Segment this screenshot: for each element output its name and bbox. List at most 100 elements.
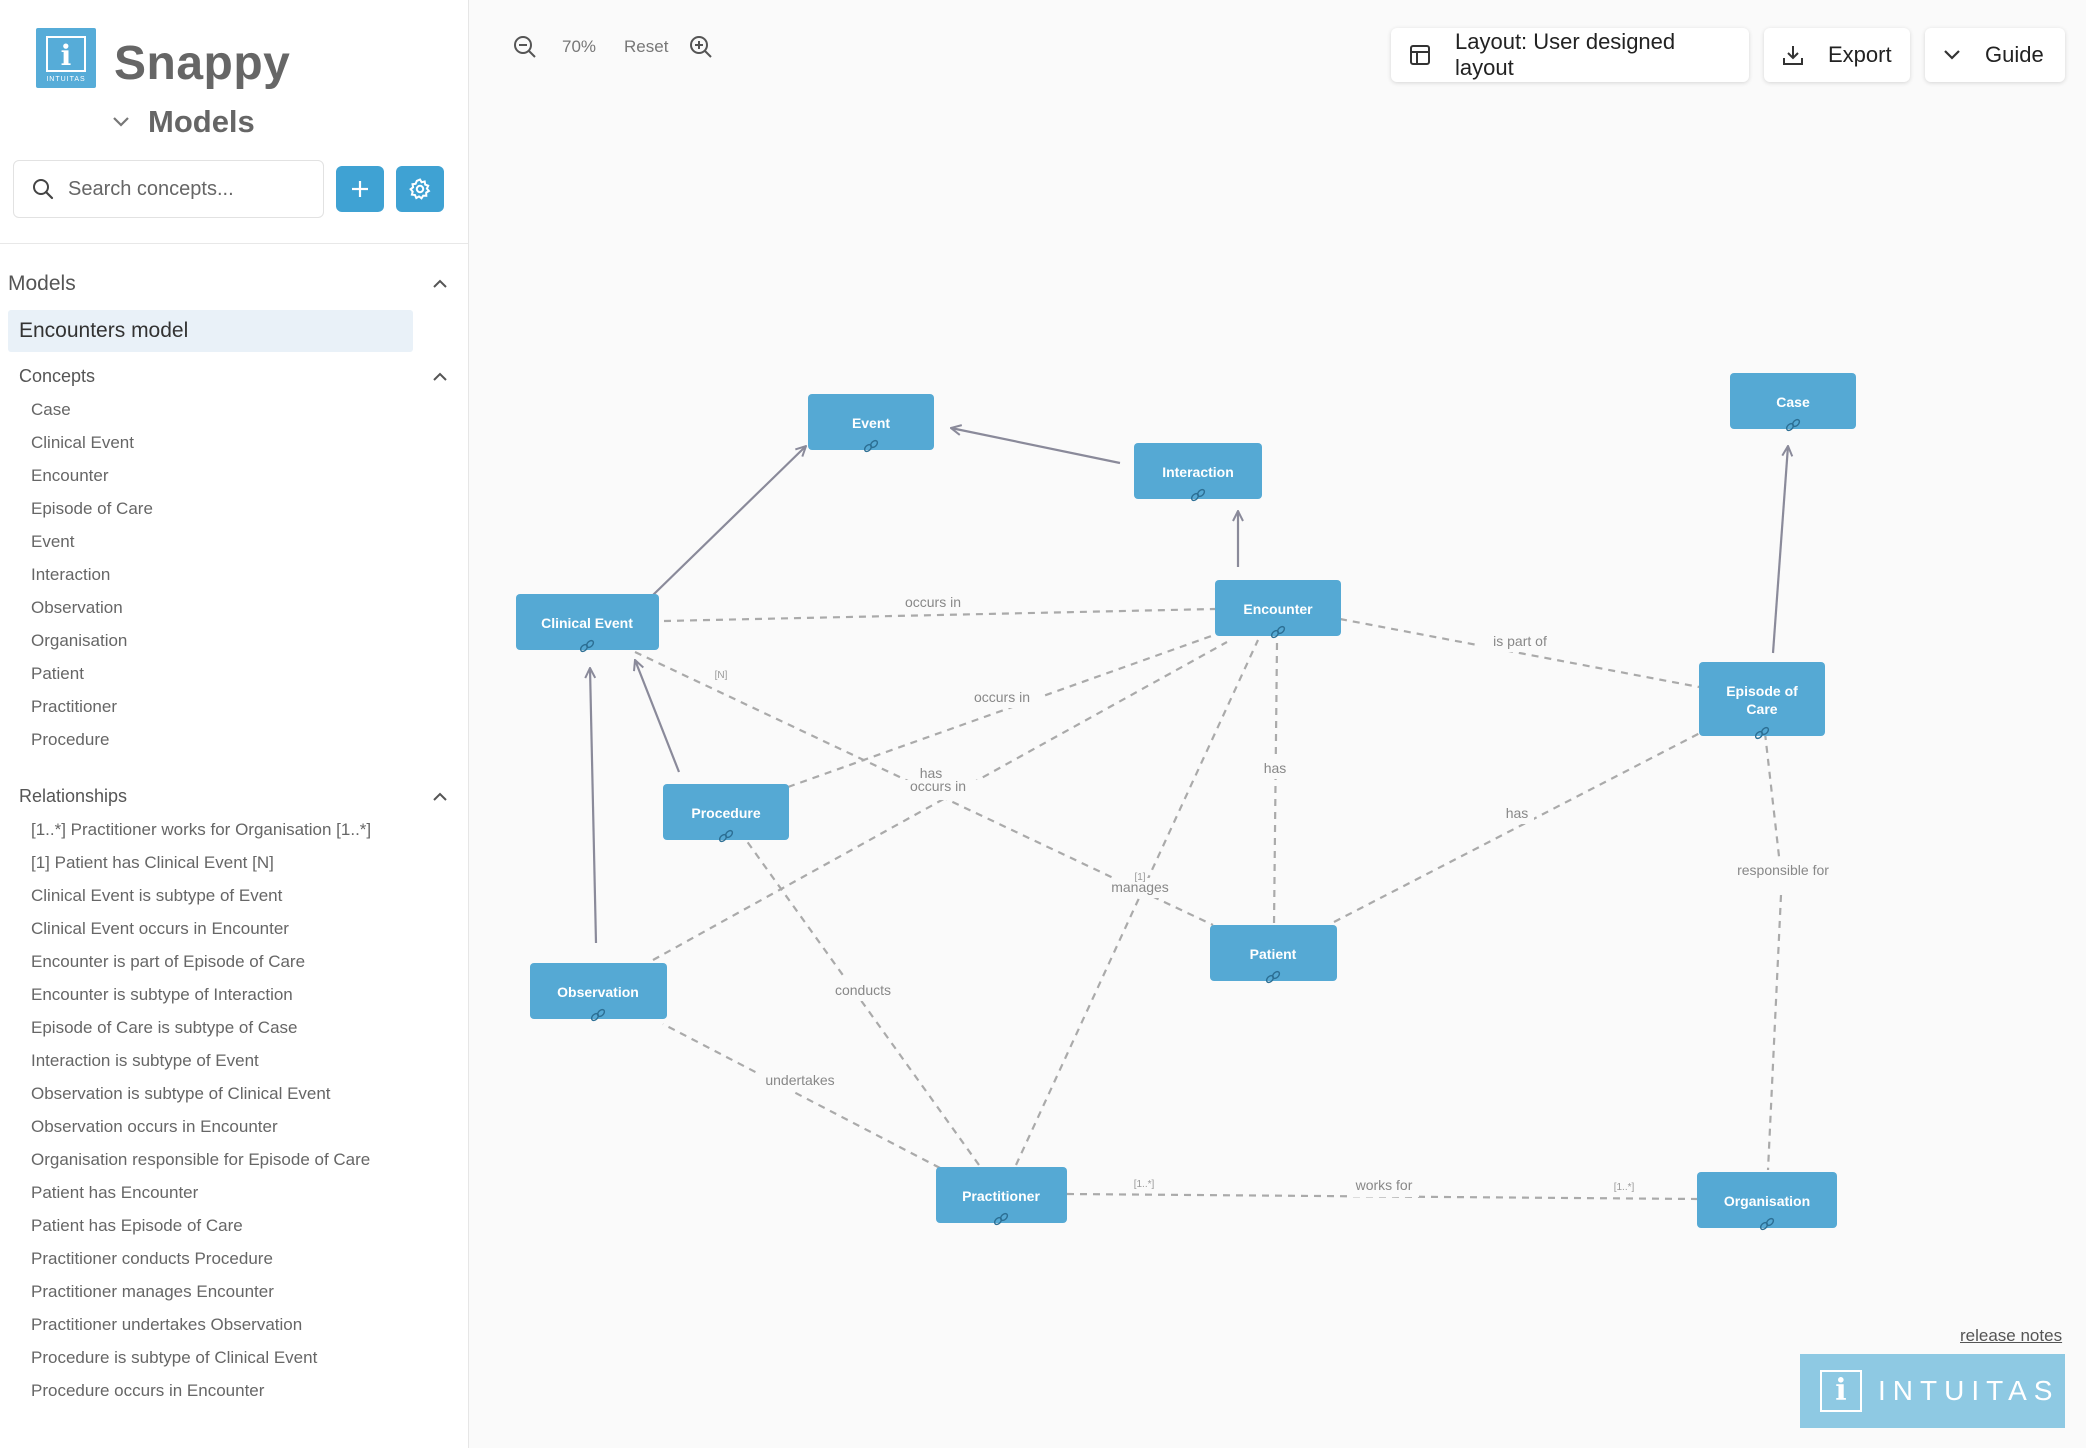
diagram-canvas[interactable]: occurs in is part of occurs in has occur… — [470, 0, 2086, 1448]
search-input[interactable] — [68, 177, 308, 201]
relationship-item[interactable]: Procedure occurs in Encounter — [31, 1381, 265, 1400]
link-icon[interactable] — [718, 829, 734, 843]
node-interaction[interactable]: Interaction — [1134, 443, 1262, 502]
link-icon[interactable] — [1759, 1217, 1775, 1231]
relationship-item[interactable]: Interaction is subtype of Event — [31, 1051, 259, 1070]
model-item-encounters[interactable]: Encounters model — [8, 310, 413, 352]
edge-organisation-responsible-episode[interactable] — [1763, 732, 1783, 875]
concept-item[interactable]: Practitioner — [31, 697, 117, 716]
export-button[interactable]: Export — [1764, 28, 1910, 82]
node-clinical-event[interactable]: Clinical Event — [516, 594, 659, 653]
edge-label: occurs in — [905, 594, 961, 610]
link-icon[interactable] — [993, 1212, 1009, 1226]
relationships-section-header[interactable]: Relationships — [19, 786, 448, 807]
logo-letter: i — [60, 39, 72, 72]
link-icon[interactable] — [863, 439, 879, 453]
relationship-item[interactable]: Practitioner undertakes Observation — [31, 1315, 303, 1334]
relationship-item[interactable]: Organisation responsible for Episode of … — [31, 1150, 371, 1169]
logo-word: INTUITAS — [46, 76, 86, 83]
edge-encounter-part-of-episode[interactable] — [1339, 617, 1700, 689]
export-button-label: Export — [1828, 42, 1892, 67]
relationship-item[interactable]: Procedure is subtype of Clinical Event — [31, 1348, 318, 1367]
node-encounter[interactable]: Encounter — [1215, 580, 1341, 639]
settings-button[interactable] — [396, 166, 444, 212]
node-procedure[interactable]: Procedure — [663, 784, 789, 843]
edge-patient-has-encounter[interactable] — [1272, 642, 1279, 926]
edge-clinical-event-occurs-in-encounter[interactable] — [663, 607, 1216, 623]
zoom-reset-button[interactable]: Reset — [624, 37, 669, 56]
edge-procedure-occurs-in-encounter[interactable] — [787, 632, 1218, 789]
node-label: Care — [1746, 701, 1777, 717]
concept-item[interactable]: Episode of Care — [31, 499, 153, 518]
relationship-item[interactable]: Observation occurs in Encounter — [31, 1117, 278, 1136]
link-icon[interactable] — [590, 1008, 606, 1022]
node-patient[interactable]: Patient — [1210, 925, 1337, 984]
link-icon[interactable] — [1785, 418, 1801, 432]
relationship-item[interactable]: Patient has Encounter — [31, 1183, 199, 1202]
edge-observation-occurs-in-encounter[interactable] — [652, 641, 1228, 961]
node-label: Practitioner — [962, 1188, 1040, 1204]
add-concept-button[interactable] — [336, 166, 384, 212]
edge-practitioner-manages-encounter[interactable] — [1015, 639, 1259, 1166]
relationship-item[interactable]: Practitioner conducts Procedure — [31, 1249, 273, 1268]
link-icon[interactable] — [1270, 625, 1286, 639]
node-label: Organisation — [1724, 1193, 1810, 1209]
concept-item[interactable]: Patient — [31, 664, 84, 683]
edge-organisation-responsible-episode-lower[interactable] — [1766, 894, 1783, 1171]
brand-letter: i — [1820, 1370, 1862, 1412]
edge-practitioner-undertakes-observation[interactable] — [662, 1023, 941, 1169]
release-notes-link[interactable]: release notes — [1960, 1326, 2063, 1345]
models-dropdown-toggle[interactable]: Models — [112, 104, 255, 140]
link-icon[interactable] — [1265, 970, 1281, 984]
concept-item[interactable]: Interaction — [31, 565, 111, 584]
link-icon[interactable] — [579, 639, 595, 653]
edge-patient-has-clinical-event[interactable] — [634, 651, 1214, 926]
relationship-item[interactable]: Encounter is part of Episode of Care — [31, 952, 306, 971]
search-box[interactable] — [13, 160, 324, 218]
node-practitioner[interactable]: Practitioner — [936, 1167, 1067, 1226]
concept-item[interactable]: Procedure — [31, 730, 110, 749]
relationship-item[interactable]: Clinical Event is subtype of Event — [31, 886, 283, 905]
cardinality-label: [N] — [715, 670, 728, 681]
edge-observation-subtype-clinical-event[interactable] — [590, 668, 598, 944]
concepts-section-header[interactable]: Concepts — [19, 366, 448, 387]
concept-item[interactable]: Organisation — [31, 631, 128, 650]
node-event[interactable]: Event — [808, 394, 934, 453]
node-organisation[interactable]: Organisation — [1697, 1172, 1837, 1231]
zoom-in-button[interactable] — [686, 32, 716, 62]
relationship-item[interactable]: Patient has Episode of Care — [31, 1216, 243, 1235]
zoom-out-button[interactable] — [510, 32, 540, 62]
node-episode-of-care[interactable]: Episode of Care — [1699, 662, 1825, 740]
relationship-item[interactable]: Clinical Event occurs in Encounter — [31, 919, 289, 938]
concept-item[interactable]: Clinical Event — [31, 433, 134, 452]
relationship-item[interactable]: Practitioner manages Encounter — [31, 1282, 274, 1301]
edge-practitioner-conducts-procedure[interactable] — [745, 839, 980, 1166]
models-section-header[interactable]: Models — [8, 272, 448, 296]
chevron-up-icon[interactable] — [432, 276, 448, 292]
edge-interaction-subtype-event[interactable] — [951, 428, 1121, 465]
concept-item[interactable]: Encounter — [31, 466, 109, 485]
edge-procedure-subtype-clinical-event[interactable] — [635, 660, 681, 773]
link-icon[interactable] — [1190, 488, 1206, 502]
guide-button[interactable]: Guide — [1925, 28, 2065, 82]
node-case[interactable]: Case — [1730, 373, 1856, 432]
edge-label-group: occurs in is part of occurs in has occur… — [715, 591, 1838, 1197]
chevron-up-icon[interactable] — [432, 789, 448, 805]
relationship-item[interactable]: Observation is subtype of Clinical Event — [31, 1084, 331, 1103]
edge-patient-has-episode[interactable] — [1333, 732, 1701, 923]
relationship-item[interactable]: [1] Patient has Clinical Event [N] — [31, 853, 274, 872]
node-label: Case — [1776, 394, 1810, 410]
layout-button[interactable]: Layout: User designed layout — [1391, 28, 1749, 82]
relationship-item[interactable]: Encounter is subtype of Interaction — [31, 985, 293, 1004]
relationship-list: [1..*] Practitioner works for Organisati… — [31, 813, 371, 1407]
relationship-item[interactable]: Episode of Care is subtype of Case — [31, 1018, 298, 1037]
node-observation[interactable]: Observation — [530, 963, 667, 1022]
concept-item[interactable]: Observation — [31, 598, 123, 617]
edge-episode-subtype-case[interactable] — [1771, 446, 1788, 654]
edge-clinical-event-subtype-event[interactable] — [652, 446, 806, 596]
concept-item[interactable]: Case — [31, 400, 71, 419]
concept-item[interactable]: Event — [31, 532, 75, 551]
link-icon[interactable] — [1754, 726, 1770, 740]
chevron-up-icon[interactable] — [432, 369, 448, 385]
relationship-item[interactable]: [1..*] Practitioner works for Organisati… — [31, 820, 372, 839]
